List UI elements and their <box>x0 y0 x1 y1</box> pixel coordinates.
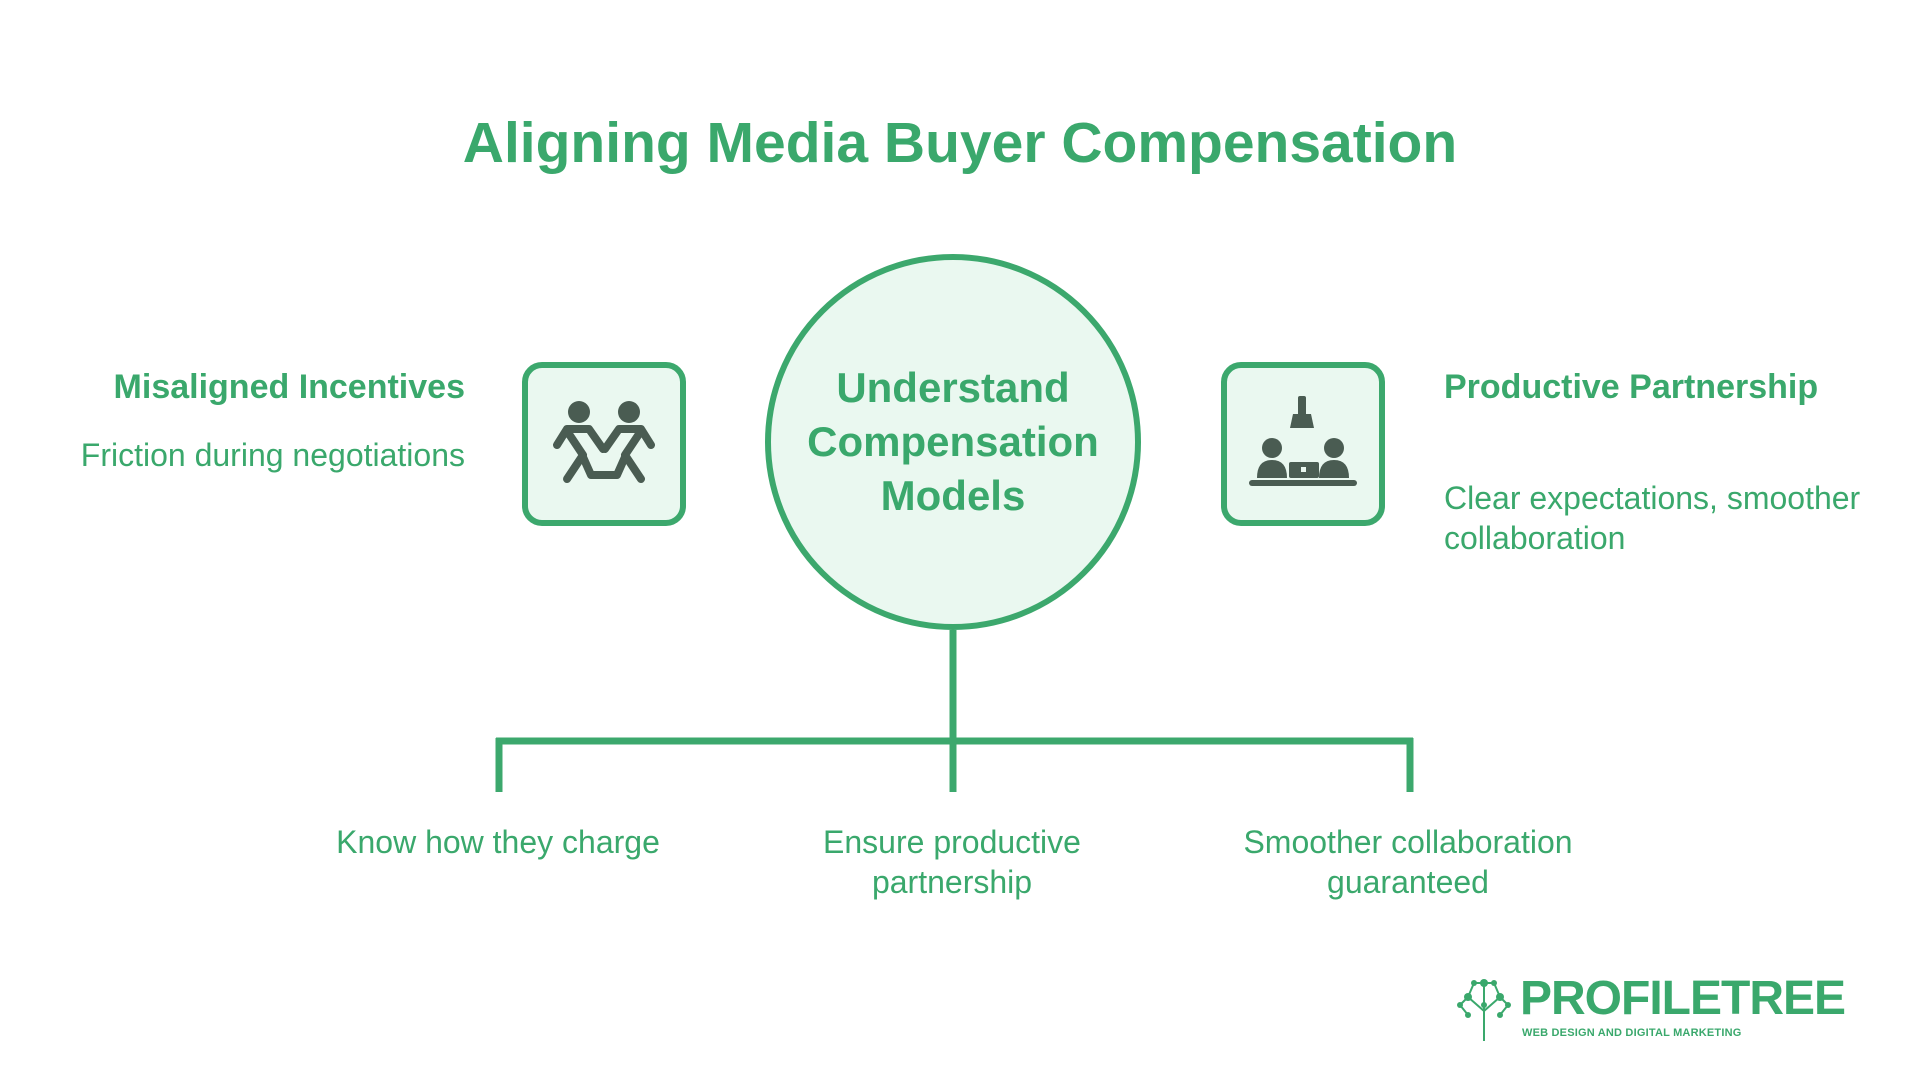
left-node-title: Misaligned Incentives <box>113 368 465 406</box>
profiletree-logo: PROFILETREE WEB DESIGN AND DIGITAL MARKE… <box>1454 975 1846 1041</box>
logo-name: PROFILETREE <box>1520 972 1846 1025</box>
right-node-title: Productive Partnership <box>1444 368 1819 406</box>
center-node-label: Understand Compensation Models <box>807 364 1099 519</box>
diagram-title: Aligning Media Buyer Compensation <box>462 111 1458 175</box>
tree-network-icon <box>1457 979 1511 1041</box>
right-icon-box <box>1221 362 1385 526</box>
center-node: Understand Compensation Models <box>765 254 1141 630</box>
branch-label-2: Ensure productive partnership <box>823 824 1081 900</box>
left-icon-box <box>522 362 686 526</box>
people-tug-of-war-icon <box>553 401 655 483</box>
left-node-description: Friction during negotiations <box>80 437 465 473</box>
right-node-description: Clear expectations, smoother collaborati… <box>1444 480 1861 556</box>
meeting-table-icon <box>1249 396 1357 486</box>
branch-label-1: Know how they charge <box>336 824 660 860</box>
branch-label-3: Smoother collaboration guaranteed <box>1243 824 1573 900</box>
logo-tagline: WEB DESIGN AND DIGITAL MARKETING <box>1522 1027 1742 1039</box>
